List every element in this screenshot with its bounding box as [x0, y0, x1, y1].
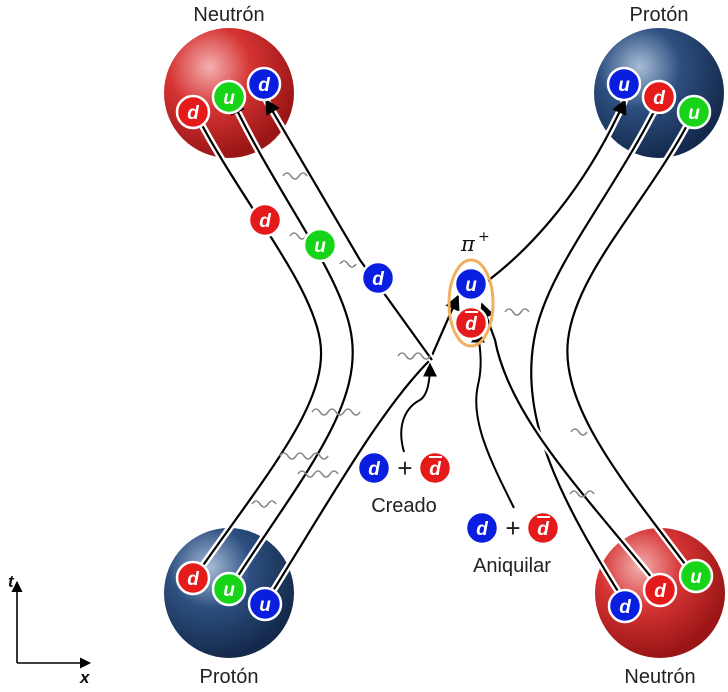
svg-text:d: d	[654, 581, 666, 602]
quark-u-neutron-top: u	[211, 79, 247, 115]
pion-antiquark-d: d	[453, 305, 489, 341]
pion-ring	[447, 258, 495, 348]
quark-d-travelling: d	[247, 202, 283, 238]
pion-charge: +	[478, 229, 490, 245]
quark-d-neutron-top-2: d	[246, 66, 282, 102]
label-top-left: Neutrón	[193, 4, 264, 26]
svg-text:d: d	[258, 75, 270, 96]
pion-quark-u: u	[453, 266, 489, 302]
quark-u-proton-top: u	[606, 66, 642, 102]
svg-text:d: d	[476, 519, 488, 540]
quark-u-travelling: u	[302, 227, 338, 263]
created-plus: +	[397, 453, 412, 483]
annihilate-pointer	[471, 328, 515, 509]
annihilate-plus: +	[505, 513, 520, 543]
quark-d-neutron-bottom-2: d	[642, 572, 678, 608]
svg-text:u: u	[688, 103, 700, 124]
label-bottom-right: Neutrón	[624, 666, 695, 688]
svg-text:d: d	[187, 569, 199, 590]
quark-u-proton-bottom: u	[211, 571, 247, 607]
svg-text:u: u	[618, 75, 630, 96]
quark-u-neutron-bottom: u	[678, 558, 714, 594]
label-top-right: Protón	[630, 4, 689, 26]
svg-text:u: u	[223, 88, 235, 109]
quark-d-neutron-top: d	[175, 94, 211, 130]
svg-text:u: u	[465, 275, 477, 296]
svg-text:u: u	[314, 236, 326, 257]
annihilate-antiquark-d: d	[525, 510, 561, 546]
svg-text:d: d	[537, 519, 549, 540]
svg-text:d: d	[429, 459, 441, 480]
axis-x-label: x	[79, 668, 91, 687]
axis-t-label: t	[8, 572, 15, 591]
created-quark-d: d	[356, 450, 392, 486]
axes	[11, 580, 92, 669]
svg-text:d: d	[368, 459, 380, 480]
label-bottom-left: Protón	[200, 666, 259, 688]
pion-label: π	[460, 232, 476, 256]
quark-d-travelling-2: d	[360, 260, 396, 296]
created-antiquark-d: d	[417, 450, 453, 486]
quark-d-neutron-bottom: d	[607, 588, 643, 624]
svg-text:d: d	[619, 597, 631, 618]
left-worldlines	[190, 98, 460, 604]
quark-u-proton-bottom-2: u	[247, 586, 283, 622]
svg-text:d: d	[259, 211, 271, 232]
created-pointer	[400, 362, 437, 453]
quark-u-proton-top-2: u	[676, 94, 712, 130]
svg-text:u: u	[690, 567, 702, 588]
annihilate-quark-d: d	[464, 510, 500, 546]
svg-text:u: u	[223, 580, 235, 601]
created-label: Creado	[371, 495, 437, 517]
svg-text:d: d	[465, 314, 477, 335]
quark-d-proton-bottom: d	[175, 560, 211, 596]
annihilate-label: Aniquilar	[473, 555, 551, 577]
svg-text:u: u	[259, 595, 271, 616]
svg-text:d: d	[187, 103, 199, 124]
quark-d-proton-top: d	[641, 79, 677, 115]
svg-text:d: d	[653, 88, 665, 109]
svg-text:d: d	[372, 269, 384, 290]
